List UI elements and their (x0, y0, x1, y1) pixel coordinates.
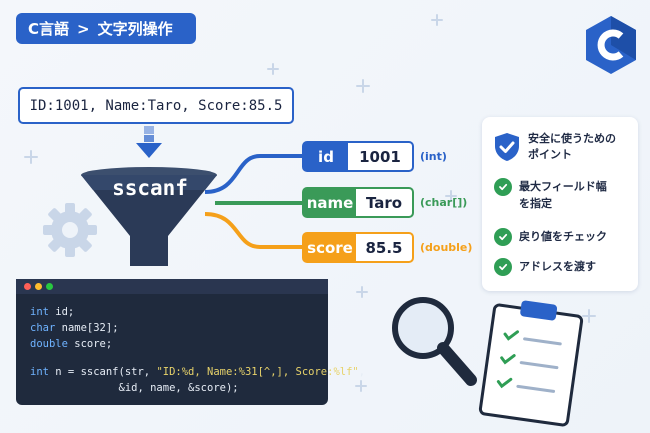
check-icon (494, 228, 512, 246)
code-line-5: &id, name, &score); (30, 382, 239, 394)
field-id-value: 1001 (359, 147, 401, 166)
magnifier-icon (392, 297, 477, 386)
field-id-type: (int) (420, 150, 447, 163)
arrow-down-icon (136, 126, 162, 158)
code-line-3: double score; (30, 338, 113, 350)
point-item: 最大フィールド幅 を指定 (494, 178, 632, 212)
field-score-value: 85.5 (365, 238, 403, 257)
code-line-2: char name[32]; (30, 322, 119, 334)
panel-title-line1: 安全に使うための (528, 132, 616, 145)
field-id: id 1001 (302, 141, 414, 172)
point-item: 戻り値をチェック (494, 228, 632, 246)
breadcrumb-separator: > (77, 19, 90, 38)
close-dot-icon[interactable] (24, 283, 31, 290)
check-icon (494, 258, 512, 276)
panel-title-line2: ポイント (528, 148, 572, 161)
code-line-4: int n = sscanf(str, "ID:%d, Name:%31[^,]… (30, 366, 366, 378)
code-window-titlebar (16, 279, 328, 294)
input-string-box: ID:1001, Name:Taro, Score:85.5 (18, 87, 294, 124)
panel-title: 安全に使うための ポイント (528, 131, 616, 163)
field-name-type: (char[]) (420, 196, 468, 209)
point-1-line2: を指定 (519, 197, 552, 210)
minimize-dot-icon[interactable] (35, 283, 42, 290)
field-score-type: (double) (420, 241, 473, 254)
field-id-key: id (304, 143, 348, 170)
safety-points-panel: 安全に使うための ポイント 最大フィールド幅 を指定 戻り値をチェック アドレス… (482, 117, 638, 291)
check-icon (494, 178, 512, 196)
point-item: アドレスを渡す (494, 258, 632, 276)
gear-icon (43, 203, 97, 257)
clipboard-icon (478, 300, 584, 427)
point-2-text: 戻り値をチェック (519, 230, 607, 243)
point-3-text: アドレスを渡す (519, 260, 596, 273)
field-name-value: Taro (365, 193, 403, 212)
field-name: name Taro (302, 187, 414, 218)
funnel-icon (81, 167, 217, 266)
illustration (392, 297, 584, 427)
maximize-dot-icon[interactable] (46, 283, 53, 290)
panel-header: 安全に使うための ポイント (494, 127, 632, 167)
breadcrumb-page: 文字列操作 (97, 20, 173, 38)
code-window: int id; char name[32]; double score; int n … (16, 279, 366, 405)
field-score-key: score (304, 234, 356, 261)
c-language-logo (586, 16, 636, 74)
breadcrumb-section[interactable]: C言語 (28, 20, 70, 38)
function-name: sscanf (112, 176, 188, 200)
field-score: score 85.5 (302, 232, 414, 263)
breadcrumb: C言語 > 文字列操作 (16, 13, 196, 44)
shield-check-icon (495, 133, 519, 161)
field-name-key: name (304, 189, 356, 216)
point-1-line1: 最大フィールド幅 (519, 180, 607, 193)
code-body: int id; char name[32]; double score; int n … (16, 294, 366, 396)
code-line-1: int id; (30, 306, 75, 318)
